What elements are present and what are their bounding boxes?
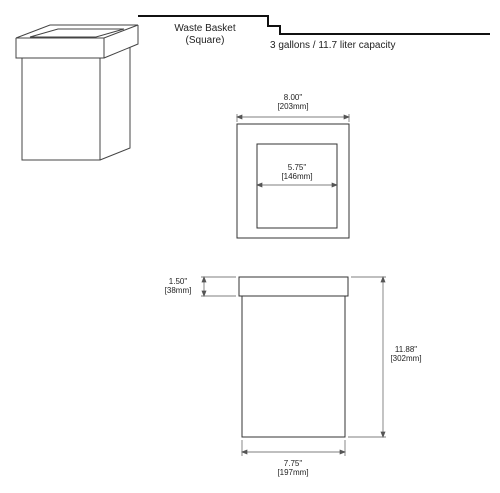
product-title: Waste Basket (Square): [160, 23, 250, 47]
capacity-label: 3 gallons / 11.7 liter capacity: [270, 40, 396, 51]
total-height-mm: [302mm]: [390, 354, 422, 363]
top-outer-width-label: 8.00" [203mm]: [263, 93, 323, 111]
top-inner-width-in: 5.75": [287, 163, 307, 172]
body-width-dimension: [241, 440, 346, 456]
product-title-line1: Waste Basket: [174, 23, 236, 34]
basket-3d-view: [15, 24, 139, 161]
top-inner-width-label: 5.75" [146mm]: [267, 163, 327, 181]
top-view-outer: [236, 123, 350, 239]
top-view-inner-dimension: [256, 182, 338, 188]
product-title-line2: (Square): [185, 35, 225, 46]
front-view: [238, 276, 349, 438]
top-outer-width-mm: [203mm]: [277, 102, 309, 111]
rim-height-dimension: [201, 276, 236, 297]
header-divider-line: [138, 15, 490, 35]
front-view-rim: [238, 276, 349, 297]
body-width-in: 7.75": [283, 459, 303, 468]
total-height-label: 11.88" [302mm]: [384, 345, 428, 363]
top-view-outer-dimension: [236, 114, 350, 122]
body-width-label: 7.75" [197mm]: [263, 459, 323, 477]
body-width-mm: [197mm]: [277, 468, 309, 477]
total-height-in: 11.88": [394, 345, 418, 354]
top-inner-width-mm: [146mm]: [281, 172, 313, 181]
top-outer-width-in: 8.00": [283, 93, 303, 102]
top-view-inner: [256, 143, 338, 229]
top-view: [236, 123, 350, 239]
front-view-body: [241, 295, 346, 438]
rim-height-label: 1.50" [38mm]: [156, 277, 200, 295]
rim-height-mm: [38mm]: [164, 286, 192, 295]
total-height-dimension: [348, 276, 386, 438]
rim-height-in: 1.50": [168, 277, 188, 286]
